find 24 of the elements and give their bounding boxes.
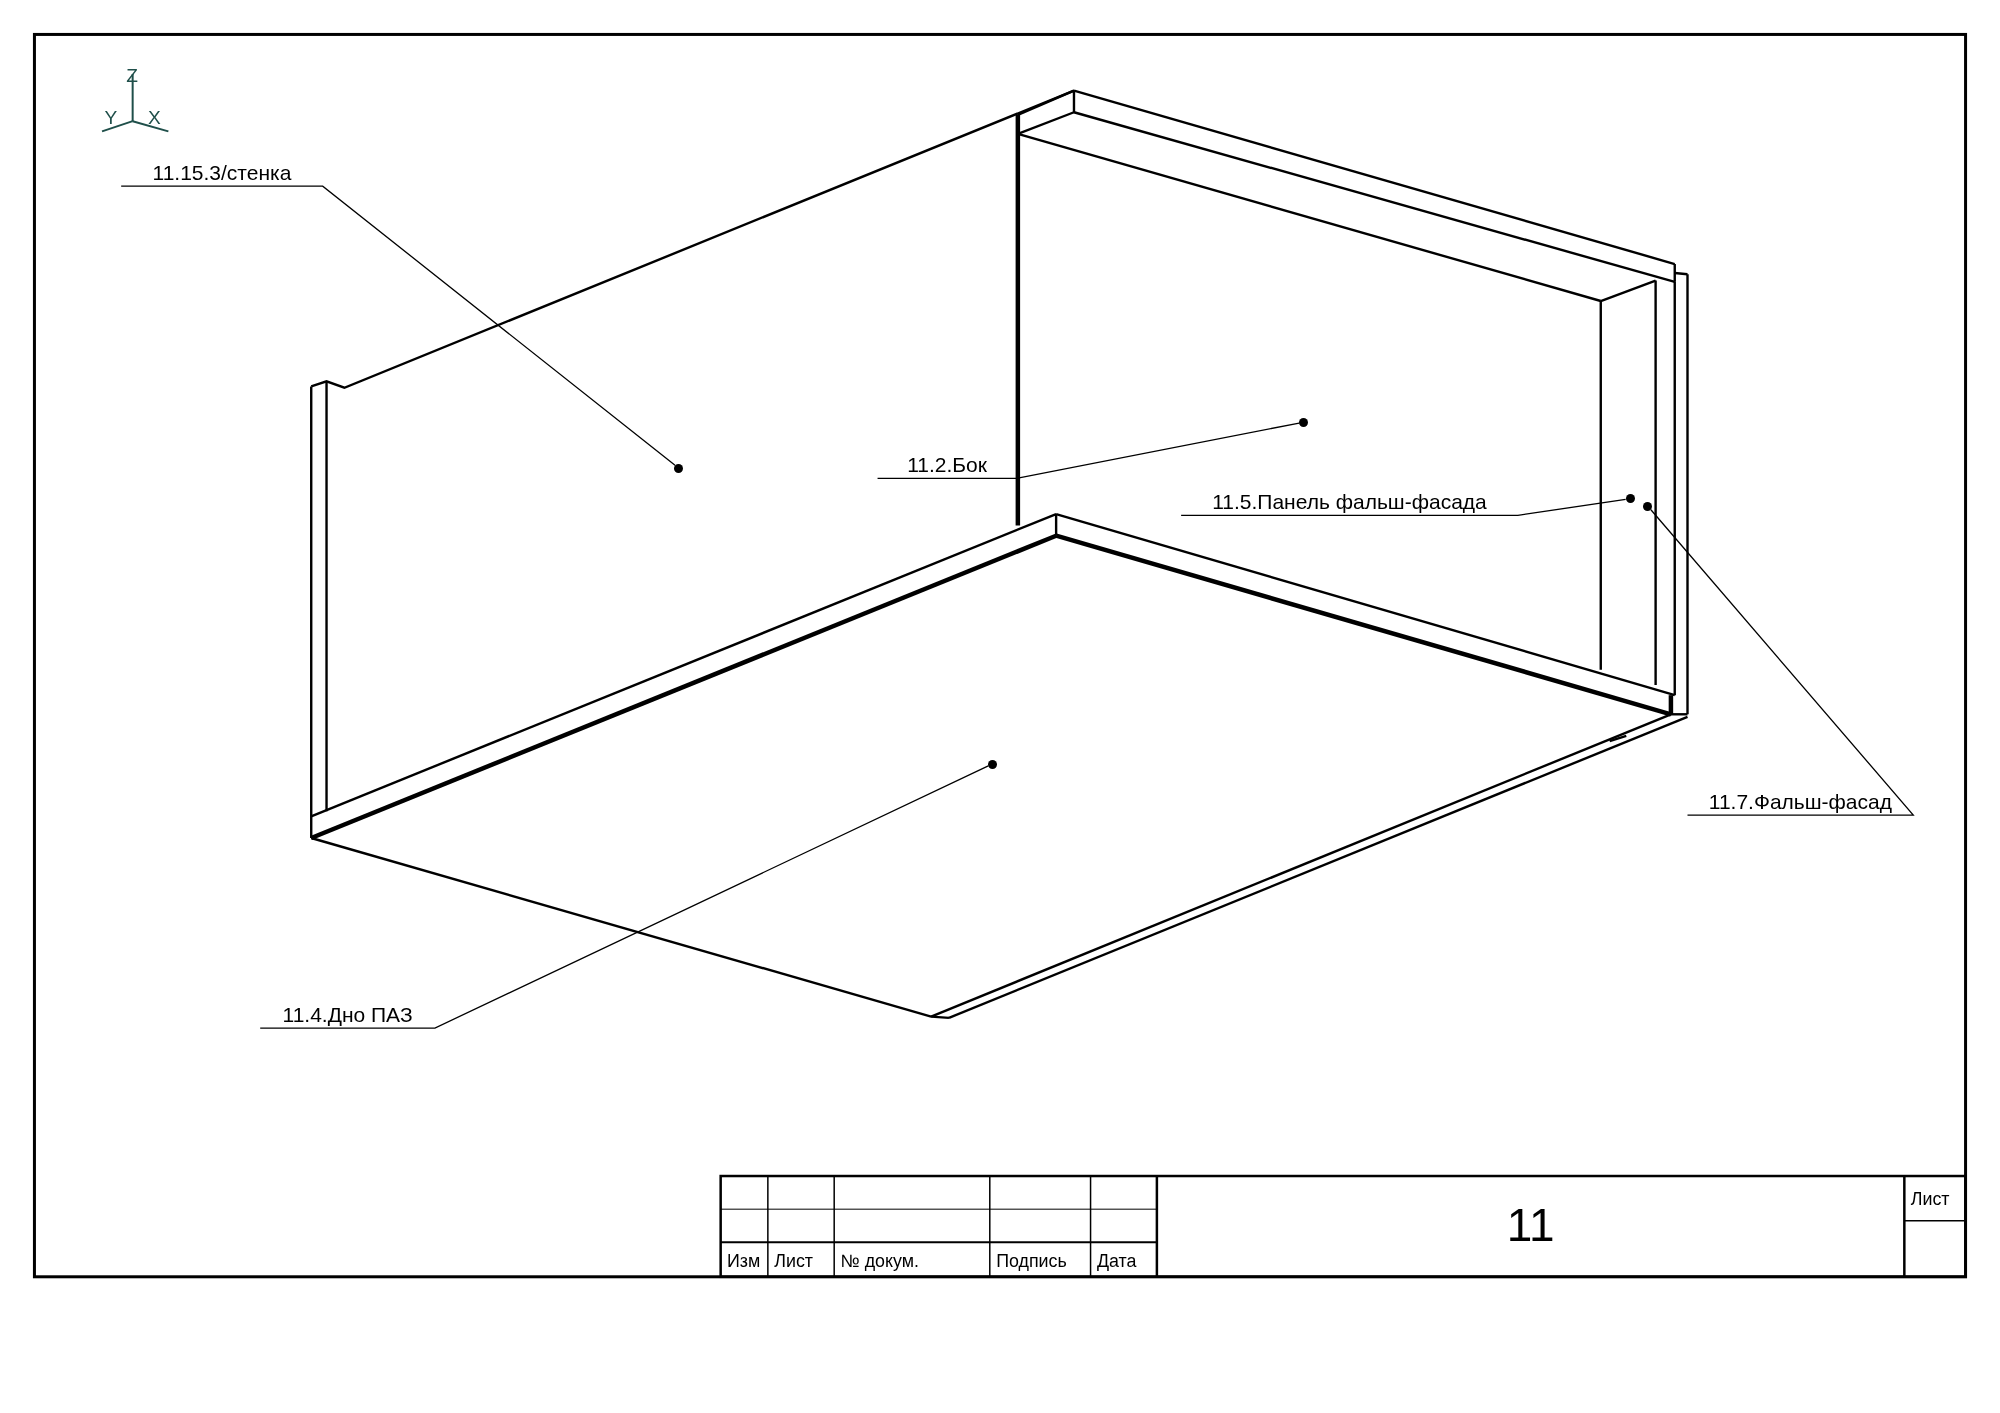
leader-dot xyxy=(1299,417,1309,427)
table-heading: Подпись xyxy=(996,1252,1067,1271)
part-label: 11.15.3/стенка xyxy=(121,160,323,187)
part-label: 11.4.Дно ПАЗ xyxy=(260,1002,435,1029)
leader-dot xyxy=(987,759,997,769)
table-heading: Изм xyxy=(727,1252,761,1271)
leader-line xyxy=(1180,498,1627,516)
table-heading: Лист xyxy=(1910,1191,1950,1210)
part-label: 11.5.Панель фальш-фасада xyxy=(1181,489,1518,516)
sheet-number: 11 xyxy=(1506,1202,1555,1249)
axis-label: X xyxy=(147,108,161,128)
leader-line xyxy=(120,185,676,466)
leader-dot xyxy=(674,463,684,473)
axis-label: Y xyxy=(104,108,118,128)
leader-dot xyxy=(1625,494,1635,504)
leader-line xyxy=(259,765,989,1029)
part-label: 11.2.Бок xyxy=(877,452,1017,479)
leader-line xyxy=(876,422,1300,479)
table-heading: Дата xyxy=(1096,1252,1137,1271)
leader-line xyxy=(1650,509,1915,816)
table-heading: Лист xyxy=(774,1252,813,1271)
leader-dot xyxy=(1643,501,1653,511)
part-label: 11.7.Фальш-фасад xyxy=(1687,789,1914,816)
table-heading: № докум. xyxy=(840,1252,919,1271)
